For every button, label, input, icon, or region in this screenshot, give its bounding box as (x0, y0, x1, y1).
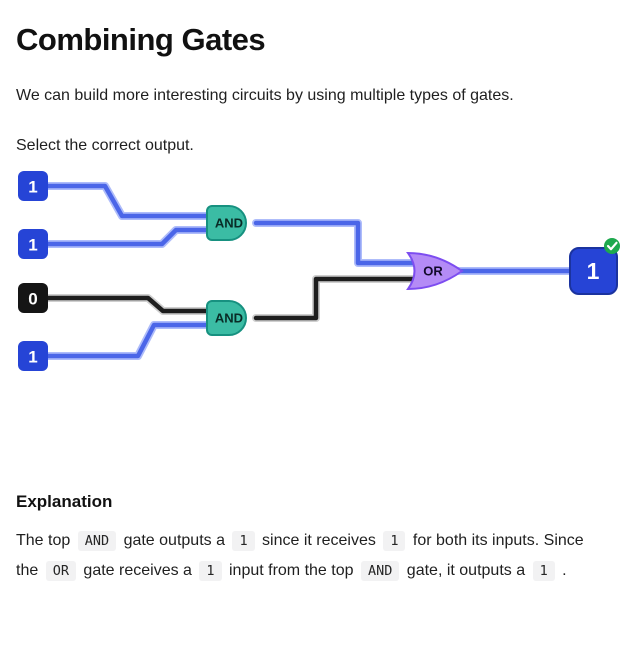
circuit-diagram: 1 1 0 1 AND AND (0, 161, 621, 396)
prompt-text: Select the correct output. (16, 137, 194, 155)
and-gate-bottom-label: AND (215, 311, 243, 326)
and-gate-top: AND (206, 205, 247, 242)
text-segment: gate, it outputs a (406, 561, 526, 579)
and-gate-top-shape (206, 205, 247, 242)
output-box[interactable] (569, 247, 618, 296)
input-box-3 (18, 283, 48, 314)
input-box-2 (18, 229, 48, 260)
text-segment: The top (16, 532, 71, 550)
input-node-4: 1 (18, 341, 48, 372)
input-node-1: 1 (18, 171, 48, 202)
or-gate: OR (406, 252, 464, 291)
input-box-1 (18, 171, 48, 202)
code-token: OR (45, 560, 76, 581)
and-gate-bottom: AND (206, 300, 247, 337)
input-label-1: 1 (28, 178, 37, 197)
check-circle (604, 238, 620, 255)
input-node-3: 0 (18, 283, 48, 314)
code-token: AND (360, 560, 400, 581)
circuit-svg: 1 1 0 1 AND AND (18, 171, 620, 372)
or-gate-shape (406, 252, 464, 291)
code-token: 1 (532, 560, 555, 581)
check-mark (606, 241, 618, 251)
wire-input2 (45, 227, 213, 247)
and-gate-bottom-shape (206, 300, 247, 337)
output-node[interactable]: 1 (569, 238, 620, 296)
text-segment: for both its inputs. Since the (16, 532, 584, 579)
text-segment: since it receives (262, 532, 376, 550)
wire-input1-edge (44, 182, 214, 221)
output-label: 1 (587, 258, 600, 284)
and-gate-top-label: AND (215, 216, 243, 231)
text-segment: gate receives a (83, 561, 192, 579)
explanation-heading: Explanation (16, 492, 113, 512)
input-label-3: 0 (28, 290, 37, 309)
wire-input3 (45, 295, 213, 314)
code-token: 1 (199, 560, 222, 581)
input-box-4 (18, 341, 48, 372)
input-node-2: 1 (18, 229, 48, 260)
code-token: 1 (383, 531, 406, 552)
input-label-2: 1 (28, 236, 37, 255)
or-gate-label: OR (423, 264, 443, 279)
explanation-text: The top AND gate outputs a 1 since it re… (16, 526, 605, 585)
explanation-section: Explanation The top AND gate outputs a 1… (16, 492, 605, 585)
text-segment: . (562, 561, 567, 579)
wire-andtop-or-edge (252, 219, 418, 268)
code-token: 1 (232, 531, 255, 552)
code-token: AND (77, 531, 117, 552)
page-title: Combining Gates (16, 22, 266, 57)
wire-andtop-or (253, 220, 417, 266)
text-segment: input from the top (228, 561, 354, 579)
wires (44, 182, 578, 361)
wire-input4-edge (44, 321, 214, 361)
text-segment: gate outputs a (123, 532, 225, 550)
input-label-4: 1 (28, 348, 37, 367)
wire-andbottom-or (253, 276, 417, 321)
correct-check-icon (604, 238, 620, 255)
wire-input1 (45, 183, 213, 219)
wire-input4 (45, 322, 213, 359)
intro-text: We can build more interesting circuits b… (16, 87, 514, 104)
wire-andbottom-or-edge (252, 275, 418, 323)
